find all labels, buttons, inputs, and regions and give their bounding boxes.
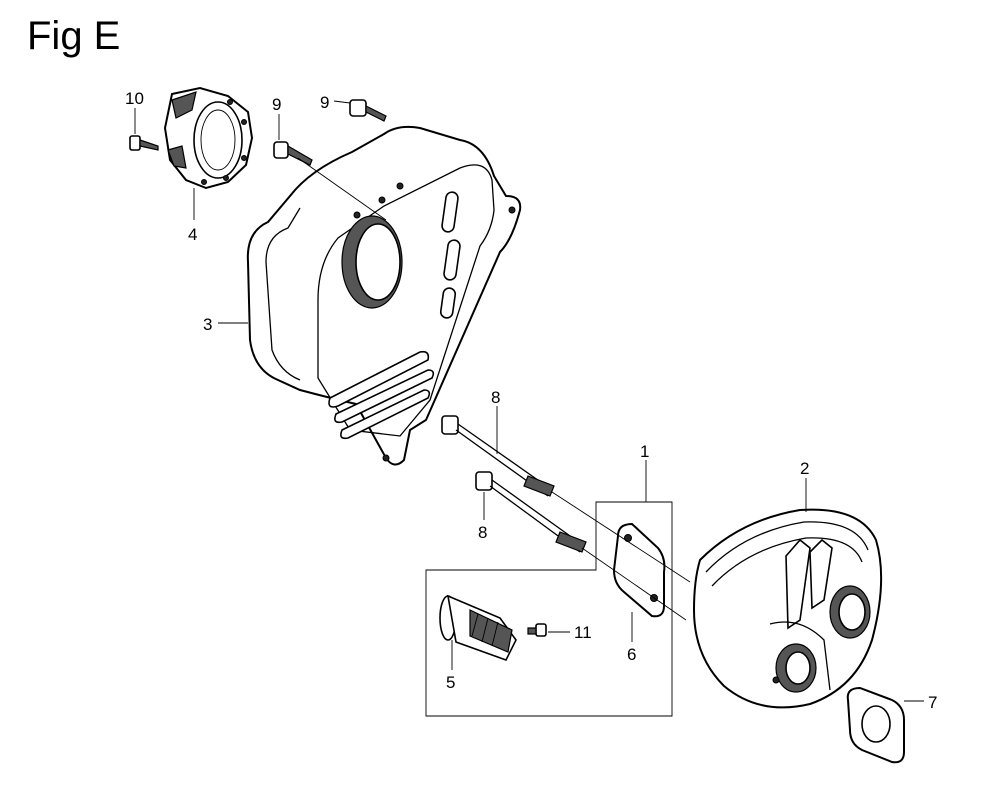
- part-8-bolt-lower: [475, 471, 587, 553]
- part-10-bolt: [129, 135, 159, 151]
- part-8-bolt-upper: [441, 415, 555, 497]
- callout-4: 4: [188, 225, 197, 244]
- callout-8-lower: 8: [478, 523, 487, 542]
- part-1-assembly-box: [425, 501, 673, 717]
- callout-10: 10: [125, 89, 144, 108]
- part-4-exhaust-plate: [163, 86, 254, 190]
- part-6-plate: [612, 522, 666, 618]
- part-9-bolt-top: [349, 99, 387, 122]
- part-11-screw: [527, 623, 547, 637]
- part-5-spark-arrester: [439, 594, 517, 661]
- callout-7: 7: [928, 693, 937, 712]
- part-9-bolt-left: [273, 141, 313, 166]
- part-3-muffler-protector: [246, 125, 522, 466]
- callout-6: 6: [627, 645, 636, 664]
- callout-2: 2: [800, 459, 809, 478]
- callout-8-upper: 8: [491, 388, 500, 407]
- leader-lines: [134, 100, 924, 702]
- part-7-gasket: [846, 686, 905, 764]
- figure-title: Fig E: [27, 14, 121, 58]
- callout-9-left: 9: [272, 95, 281, 114]
- callout-11: 11: [574, 623, 592, 642]
- callout-1: 1: [640, 442, 649, 461]
- callout-9-top: 9: [320, 93, 329, 112]
- callout-labels: 10 9 9 4 3 8 8 1 2 6 5 11 7: [125, 89, 937, 712]
- part-2-muffler: [692, 508, 883, 709]
- callout-5: 5: [446, 673, 455, 692]
- callout-3: 3: [203, 315, 212, 334]
